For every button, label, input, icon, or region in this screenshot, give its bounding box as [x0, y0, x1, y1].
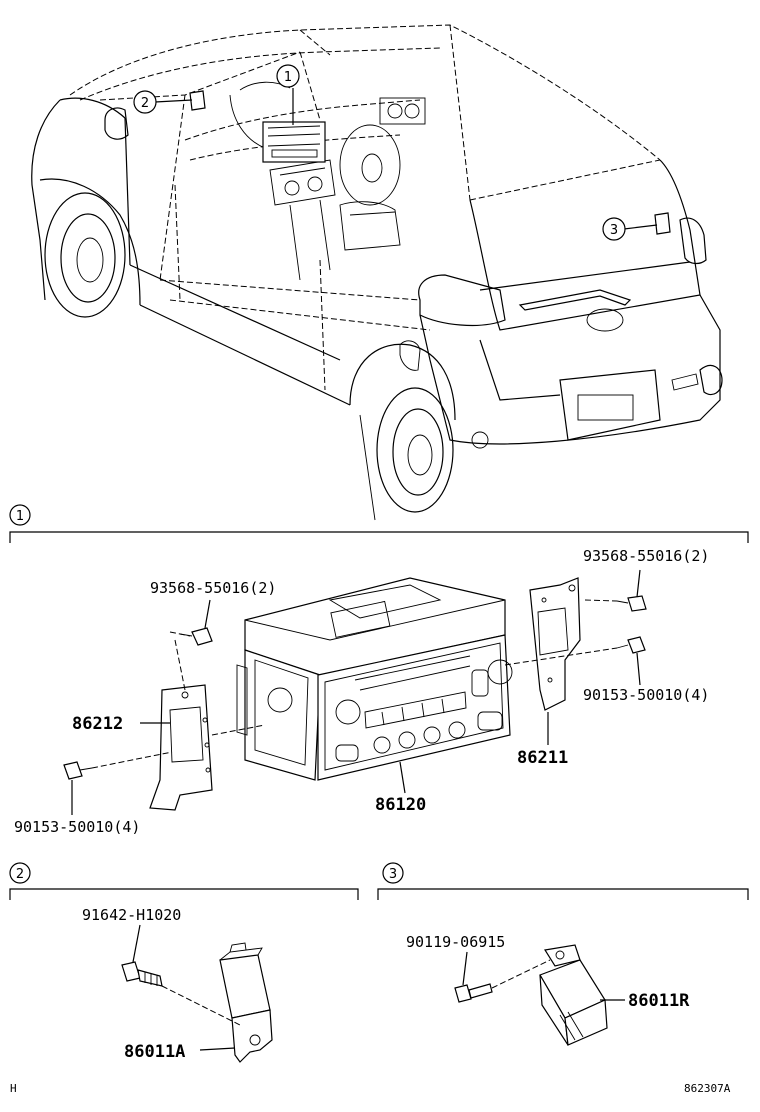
bolt-right-drawing: [616, 636, 646, 654]
part-label-radio: 86120: [375, 795, 426, 815]
section-3: 3 90119-06915 86011R: [377, 862, 749, 1046]
part-label-antenna-amp-2: 86011A: [124, 1042, 185, 1062]
part-label-bolt-3: 90119-06915: [406, 933, 505, 951]
section-3-marker-label: 3: [389, 867, 397, 882]
screw-right-drawing: [616, 595, 647, 612]
callout-3-circle: [602, 217, 626, 241]
section-1: 1: [9, 504, 749, 836]
section-2-marker: [9, 862, 31, 884]
radio-unit-drawing: [236, 577, 513, 781]
vehicle-illustration: [31, 24, 723, 521]
section-2-marker-label: 2: [16, 867, 24, 882]
bolt-left-drawing: [63, 761, 93, 780]
callout-3-label: 3: [610, 223, 618, 238]
callout-1-label: 1: [284, 70, 292, 85]
part-label-bolt-right: 90153-50010(4): [583, 686, 709, 704]
footer-right-code: 862307A: [684, 1082, 731, 1095]
antenna-amp-2-drawing: [219, 942, 273, 1063]
part-label-bolt-2: 91642-H1020: [82, 906, 181, 924]
part-label-antenna-amp-3: 86011R: [628, 991, 690, 1011]
callout-1-circle: [276, 64, 300, 88]
bolt-2-drawing: [121, 961, 163, 987]
section-2-bracket-line: [9, 888, 359, 900]
section-1-bracket-line: [9, 531, 749, 543]
bracket-right-drawing: [529, 577, 581, 711]
bolt-3-drawing: [454, 983, 493, 1003]
footer-left-code: H: [10, 1082, 17, 1095]
section-1-marker-label: 1: [16, 509, 24, 524]
antenna-amp-3-drawing: [539, 944, 608, 1046]
part-label-screw-right: 93568-55016(2): [583, 547, 709, 565]
section-1-marker: [9, 504, 31, 526]
callout-2-label: 2: [141, 96, 149, 111]
section-3-bracket-line: [377, 888, 749, 900]
section-3-marker: [382, 862, 404, 884]
screw-left-drawing: [179, 627, 213, 646]
vehicle-callouts: 1 2 3: [133, 64, 658, 241]
part-label-bolt-left: 90153-50010(4): [14, 818, 140, 836]
part-label-bracket-right: 86211: [517, 748, 568, 768]
callout-2-circle: [133, 90, 157, 114]
part-label-screw-left: 93568-55016(2): [150, 579, 276, 597]
bracket-left-drawing: [149, 684, 213, 811]
section-2: 2 91642-H1020 86011A: [9, 862, 359, 1063]
part-label-bracket-left: 86212: [72, 714, 123, 734]
